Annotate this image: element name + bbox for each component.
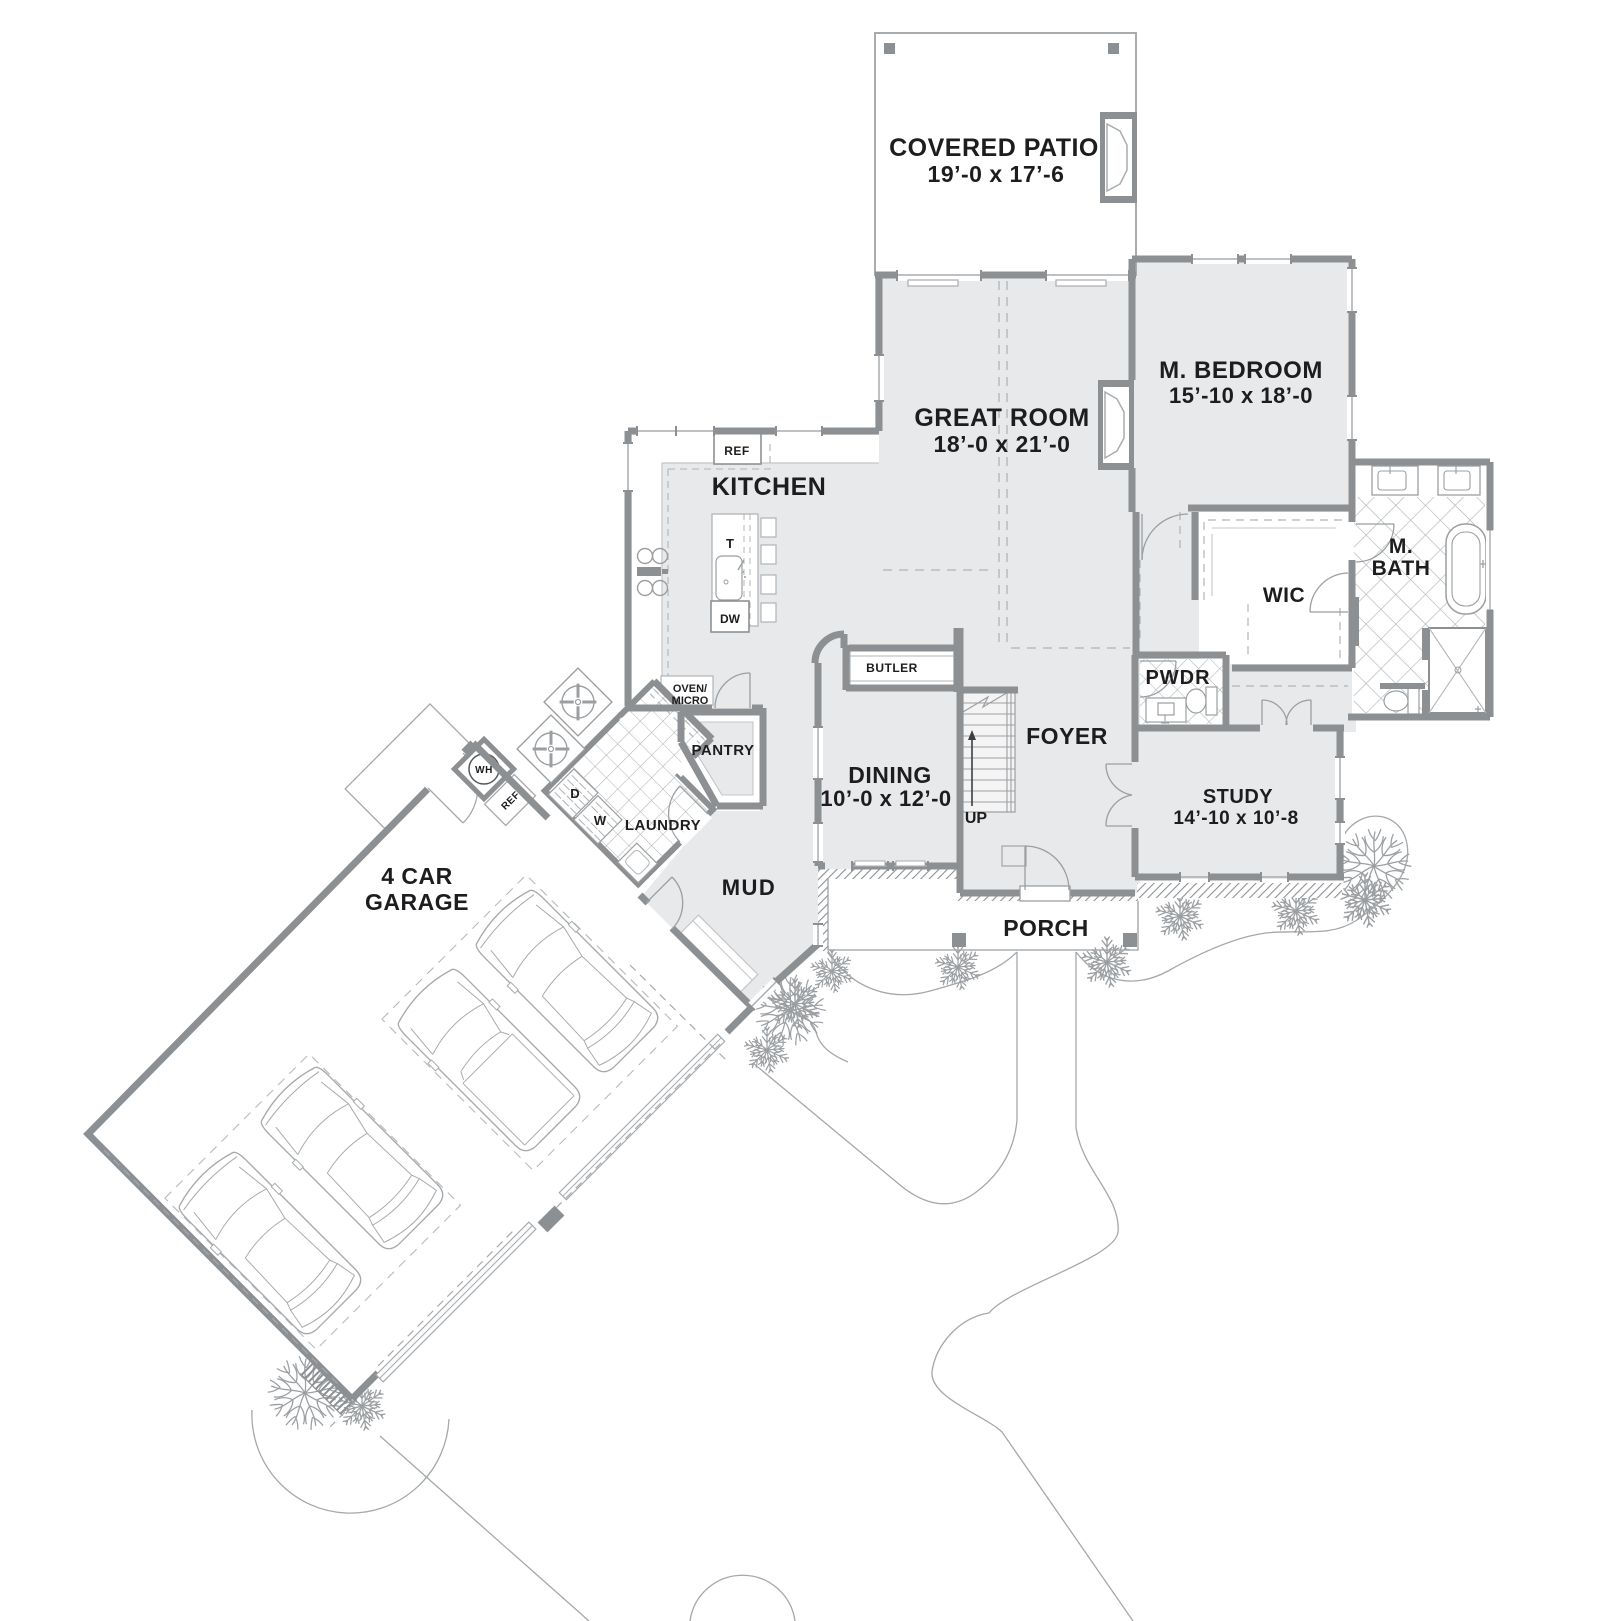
svg-text:PWDR: PWDR <box>1145 667 1210 689</box>
svg-text:15’-10 x 18’-0: 15’-10 x 18’-0 <box>1169 383 1313 408</box>
svg-text:FOYER: FOYER <box>1026 723 1108 749</box>
svg-text:GARAGE: GARAGE <box>365 889 469 915</box>
svg-text:GREAT ROOM: GREAT ROOM <box>914 404 1089 432</box>
svg-text:MICRO: MICRO <box>672 695 709 707</box>
svg-text:STUDY: STUDY <box>1203 786 1273 808</box>
svg-text:DW: DW <box>720 612 741 626</box>
svg-text:D: D <box>570 786 579 801</box>
svg-text:19’-0 x 17’-6: 19’-0 x 17’-6 <box>928 161 1065 187</box>
svg-text:PORCH: PORCH <box>1003 915 1089 941</box>
svg-text:WIC: WIC <box>1263 584 1305 607</box>
svg-text:KITCHEN: KITCHEN <box>712 473 827 501</box>
svg-text:M.: M. <box>1389 535 1413 558</box>
svg-text:OVEN/: OVEN/ <box>673 683 707 695</box>
svg-text:W: W <box>594 813 607 828</box>
svg-text:14’-10 x 10’-8: 14’-10 x 10’-8 <box>1173 808 1298 829</box>
svg-text:MUD: MUD <box>722 875 777 900</box>
svg-text:M. BEDROOM: M. BEDROOM <box>1159 357 1323 384</box>
svg-text:4 CAR: 4 CAR <box>381 863 453 889</box>
svg-text:BATH: BATH <box>1372 557 1431 580</box>
svg-text:10’-0 x 12’-0: 10’-0 x 12’-0 <box>820 786 951 811</box>
svg-text:WH: WH <box>475 765 493 776</box>
svg-text:LAUNDRY: LAUNDRY <box>625 817 701 834</box>
svg-text:BUTLER: BUTLER <box>866 661 918 675</box>
svg-text:COVERED PATIO: COVERED PATIO <box>889 134 1099 162</box>
svg-text:PANTRY: PANTRY <box>692 742 755 759</box>
svg-text:DINING: DINING <box>848 762 932 788</box>
svg-text:18’-0 x 21’-0: 18’-0 x 21’-0 <box>934 431 1071 457</box>
svg-text:T: T <box>726 536 734 551</box>
svg-text:REF: REF <box>724 444 750 458</box>
svg-text:UP: UP <box>965 810 988 827</box>
